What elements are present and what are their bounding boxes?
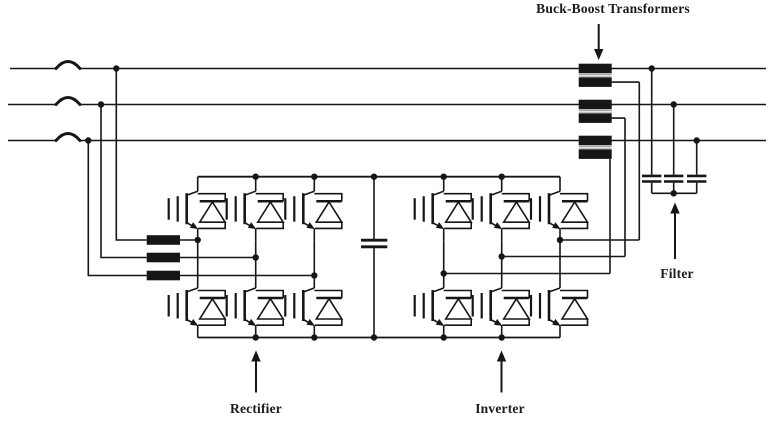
up-arrow-icon xyxy=(251,350,261,393)
inverter-label: Inverter xyxy=(475,401,525,416)
ac-phase-lines xyxy=(8,60,766,142)
dc-link-capacitor xyxy=(361,176,388,338)
buck-boost-transformers xyxy=(578,63,612,159)
inverter-output-wiring xyxy=(443,81,641,275)
series-input-windings xyxy=(146,235,180,281)
buck-boost-transformers-label: Buck-Boost Transformers xyxy=(536,1,690,16)
down-arrow-icon xyxy=(594,24,604,60)
junction-dots xyxy=(85,65,700,341)
rectifier-label: Rectifier xyxy=(229,401,283,416)
shunt-filter xyxy=(642,68,707,195)
filter-label: Filter xyxy=(660,266,694,281)
rectifier-input-wiring xyxy=(87,68,315,281)
up-arrow-icon xyxy=(496,350,507,393)
line-arc-symbols xyxy=(54,60,82,142)
up-arrow-icon xyxy=(670,202,680,259)
